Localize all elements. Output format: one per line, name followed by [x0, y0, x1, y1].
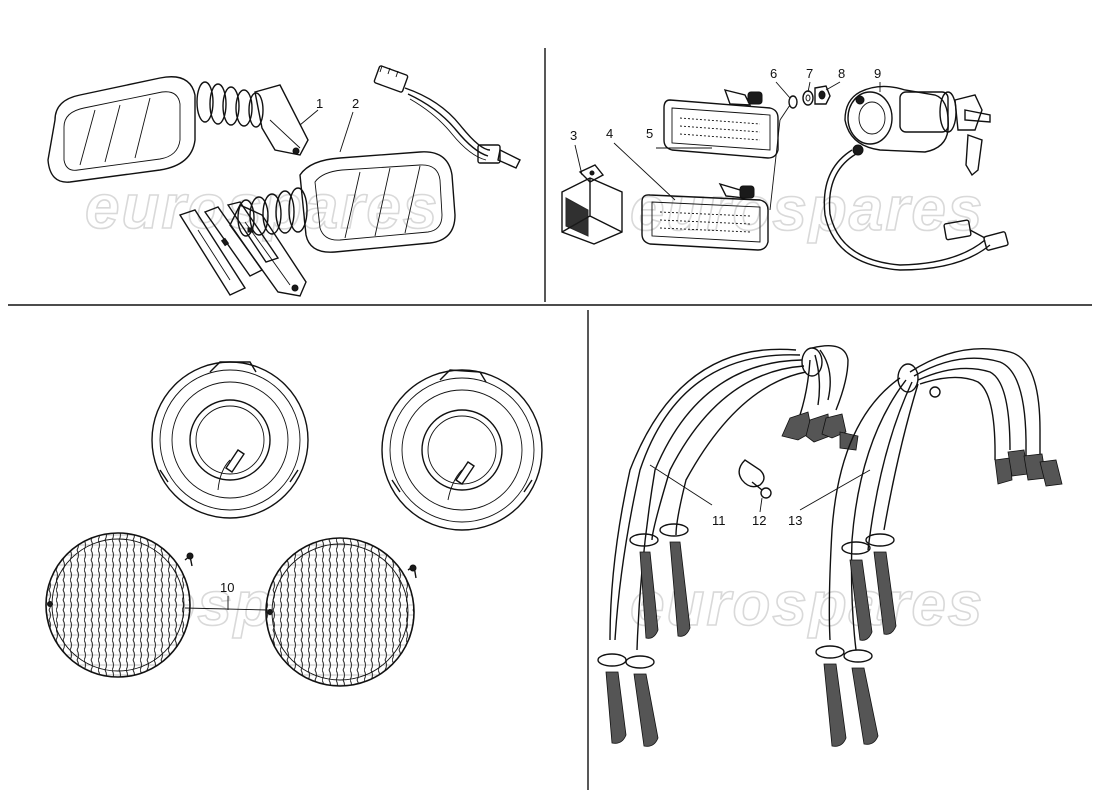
ignition-switch [823, 85, 1009, 271]
callout-4: 4 [606, 126, 613, 141]
panel-ignition-leads: 11 12 13 [597, 345, 1063, 747]
panel-headlamps: 10 [45, 361, 543, 687]
callout-1: 1 [316, 96, 323, 111]
callout-13: 13 [788, 513, 802, 528]
right-lead-boots [815, 533, 897, 747]
callout-7: 7 [806, 66, 813, 81]
callout-2: 2 [352, 96, 359, 111]
watermark-top-right: eurospares [630, 175, 984, 244]
lead-clip [738, 459, 772, 499]
headlamp-bezel-right [381, 369, 543, 531]
callout-10: 10 [220, 580, 234, 595]
sealed-beam-lamp-right [265, 537, 417, 687]
callout-8: 8 [838, 66, 845, 81]
lead-callouts: 11 12 13 [649, 464, 871, 528]
callout-3: 3 [570, 128, 577, 143]
sealed-beam-lamp-left [45, 532, 194, 678]
headlamp-bezel-left [151, 361, 309, 519]
panel-mirrors: 1 2 [47, 65, 521, 297]
callout-12: 12 [752, 513, 766, 528]
right-lead-set [815, 348, 1063, 747]
left-mirror [47, 76, 309, 183]
callout-6: 6 [770, 66, 777, 81]
mirror-wiring-harness [373, 65, 521, 169]
panel-switches: 3 4 5 6 7 8 9 [561, 66, 1009, 271]
mirror-gaskets [178, 201, 280, 296]
headlamp-callouts: 10 [184, 580, 269, 611]
ignition-washers [788, 85, 831, 109]
mirror-callouts: 1 2 [299, 96, 359, 153]
callout-11: 11 [712, 513, 726, 528]
watermark-top-left: eurospares [85, 173, 439, 242]
upper-marker-lamp [663, 89, 779, 159]
relay-unit [561, 164, 623, 245]
left-lead-set [597, 345, 859, 747]
panel-dividers [8, 48, 1092, 790]
left-lead-boots [597, 523, 691, 747]
callout-5: 5 [646, 126, 653, 141]
left-mirror-bellows [196, 81, 264, 128]
switch-callouts: 3 4 5 6 7 8 9 [570, 66, 881, 211]
callout-9: 9 [874, 66, 881, 81]
lower-marker-lamp [641, 182, 769, 251]
